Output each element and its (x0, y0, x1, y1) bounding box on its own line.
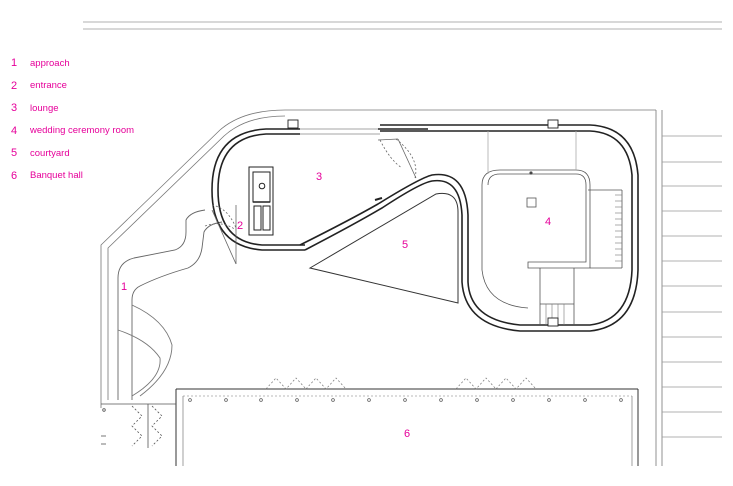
courtyard (308, 192, 459, 304)
legend-label: courtyard (30, 147, 70, 159)
entrance-doors (204, 138, 417, 265)
legend-label: approach (30, 57, 70, 69)
approach-path (117, 209, 223, 400)
legend-number: 4 (11, 124, 18, 137)
banquet-doors (265, 377, 537, 390)
site-boundary (100, 109, 663, 466)
banquet-columns (188, 398, 623, 402)
legend-number: 5 (11, 147, 18, 160)
legend-item-banquet-hall: 6 Banquet hall (11, 165, 134, 188)
legend-number: 1 (11, 57, 18, 70)
right-terrace (662, 135, 722, 438)
legend-number: 3 (11, 102, 18, 115)
wall-posts (287, 119, 559, 327)
entrance-core (248, 166, 274, 236)
legend-item-lounge: 3 lounge (11, 97, 134, 120)
legend-item-entrance: 2 entrance (11, 75, 134, 98)
label-approach: 1 (121, 281, 127, 293)
legend-label: Banquet hall (30, 170, 83, 182)
legend-item-courtyard: 5 courtyard (11, 142, 134, 165)
legend: 1 approach 2 entrance 3 lounge 4 wedding… (11, 52, 134, 187)
label-entrance: 2 (237, 220, 243, 232)
legend-item-wedding-ceremony-room: 4 wedding ceremony room (11, 120, 134, 143)
banquet-hall (175, 388, 639, 466)
label-lounge: 3 (316, 171, 322, 183)
legend-item-approach: 1 approach (11, 52, 134, 75)
legend-number: 6 (11, 169, 18, 182)
lower-left-partitions (101, 403, 176, 448)
label-banquet-hall: 6 (404, 428, 410, 440)
legend-number: 2 (11, 79, 18, 92)
label-courtyard: 5 (402, 239, 408, 251)
glazing (300, 128, 428, 201)
building-wall (211, 124, 639, 332)
legend-label: wedding ceremony room (30, 125, 135, 137)
stairs (545, 194, 622, 325)
legend-label: lounge (30, 102, 59, 114)
label-wedding-ceremony-room: 4 (545, 216, 551, 228)
ceremony-room-interior (481, 131, 623, 325)
top-rule (83, 21, 722, 30)
legend-label: entrance (30, 80, 67, 92)
